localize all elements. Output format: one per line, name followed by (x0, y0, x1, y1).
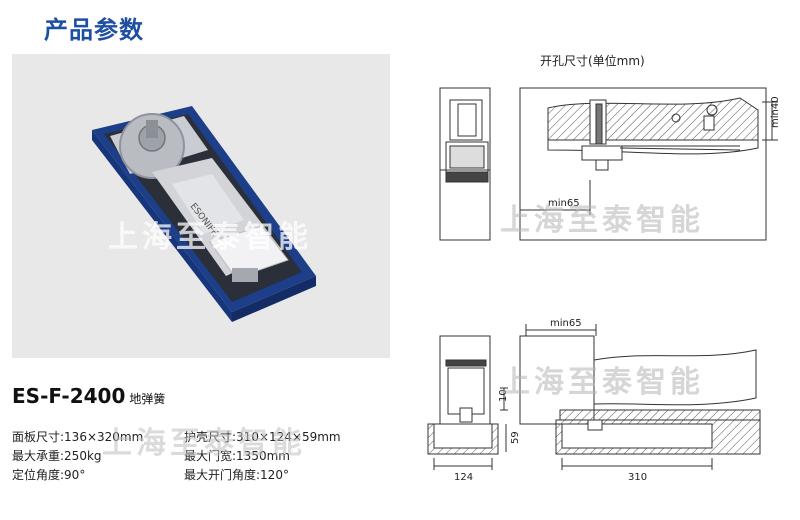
page-title: 产品参数 (44, 16, 144, 44)
watermark-specs: 上海至泰智能 (102, 426, 306, 461)
dim-min40: min40 (770, 96, 781, 128)
spec-max-door-width: 最大门宽:1350mm (184, 449, 290, 463)
bottom-side-view (439, 335, 491, 425)
dim-10: 10 (498, 389, 509, 402)
product-photo: ESONIFE 上海至泰智能 (12, 54, 390, 358)
spec-panel-size: 面板尺寸:136×320mm (12, 430, 144, 444)
dim-124: 124 (454, 472, 473, 483)
bottom-section-view (519, 335, 595, 425)
top-side-view (439, 87, 491, 241)
dim-310: 310 (628, 472, 647, 483)
dim-59: 59 (510, 431, 521, 444)
watermark-drawing-bottom: 上海至泰智能 (500, 365, 704, 400)
hatched-floor (547, 97, 759, 141)
spindle (146, 120, 158, 138)
spec-housing-size: 护壳尺寸:310×124×59mm (184, 430, 341, 444)
floor-spring-illustration: ESONIFE (92, 106, 316, 322)
spec-hold-angle: 定位角度:90° (12, 468, 86, 482)
dim-min65-bottom: min65 (550, 318, 582, 329)
watermark-photo: 上海至泰智能 (108, 220, 312, 255)
spec-max-open-angle: 最大开门角度:120° (184, 468, 289, 482)
product-type: 地弹簧 (129, 392, 166, 406)
dim-min65-top: min65 (548, 198, 580, 209)
drawing-title: 开孔尺寸(单位mm) (540, 54, 645, 68)
watermark-drawing-top: 上海至泰智能 (500, 203, 704, 238)
spec-max-load: 最大承重:250kg (12, 449, 102, 463)
model-number: ES-F-2400 (12, 384, 126, 408)
glass-door (593, 349, 757, 406)
top-section-view (519, 87, 767, 241)
